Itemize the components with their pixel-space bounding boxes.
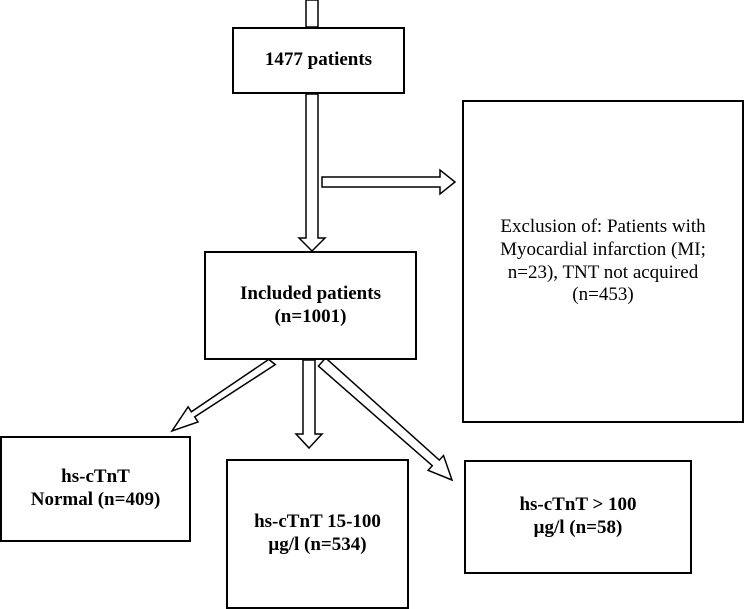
included-patients-text: Included patients (n=1001) [240, 282, 381, 327]
arrow-total-to-included [297, 93, 327, 253]
normal-group-text: hs-cTnT Normal (n=409) [30, 466, 161, 510]
mid-group-box: hs-cTnT 15-100 μg/l (n=534) [226, 459, 409, 609]
total-patients-text: 1477 patients [264, 49, 373, 71]
total-patients-box: 1477 patients [232, 27, 405, 94]
mid-group-text: hs-cTnT 15-100 μg/l (n=534) [254, 511, 381, 555]
top-connector-arrow [305, 0, 319, 28]
arrow-included-to-mid [294, 359, 324, 450]
arrow-included-to-normal [170, 358, 277, 433]
included-patients-box: Included patients (n=1001) [204, 251, 417, 360]
high-group-box: hs-cTnT > 100 μg/l (n=58) [464, 460, 692, 574]
exclusion-text: Exclusion of: Patients with Myocardial i… [500, 215, 706, 306]
arrow-included-to-high [317, 356, 454, 482]
exclusion-box: Exclusion of: Patients with Myocardial i… [462, 100, 744, 423]
normal-group-box: hs-cTnT Normal (n=409) [0, 436, 191, 542]
high-group-text: hs-cTnT > 100 μg/l (n=58) [519, 494, 637, 538]
arrow-to-exclusion [321, 168, 457, 196]
